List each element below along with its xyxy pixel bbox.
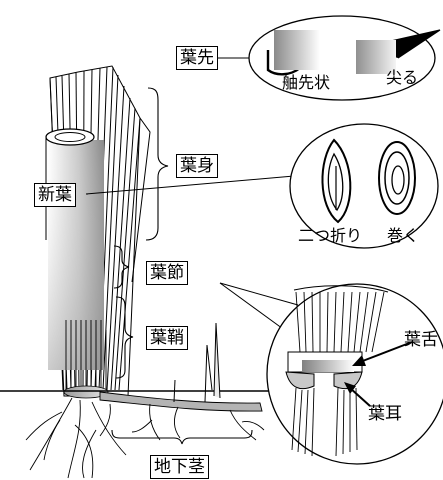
roots (25, 397, 265, 479)
label-ligule: 葉舌 (404, 330, 438, 350)
label-leaf-sheath: 葉鞘 (146, 326, 188, 350)
label-tip-boat-shape: 舳先状 (282, 73, 331, 92)
label-tip-pointed: 尖る (386, 68, 419, 87)
label-auricle: 葉耳 (368, 404, 402, 424)
label-new-leaf: 新葉 (34, 183, 76, 207)
new-leaf-shoot (45, 128, 104, 370)
label-vernation-rolled: 巻く (387, 226, 420, 245)
rhizome-stem (99, 391, 263, 412)
leaf-tip-callout (218, 15, 441, 101)
rhizome-shoots (173, 322, 221, 403)
braces (111, 87, 253, 445)
label-vernation-folded: 二つ折り (298, 226, 363, 245)
leaf-sheath-stripes (65, 320, 107, 390)
label-leaf-blade: 葉身 (176, 154, 218, 178)
label-leaf-node: 葉節 (146, 261, 188, 285)
vernation-callout (85, 123, 439, 249)
label-leaf-tip: 葉先 (176, 46, 218, 70)
label-rhizome: 地下茎 (150, 455, 209, 479)
collar-callout (219, 282, 443, 465)
crown-base (63, 385, 109, 399)
